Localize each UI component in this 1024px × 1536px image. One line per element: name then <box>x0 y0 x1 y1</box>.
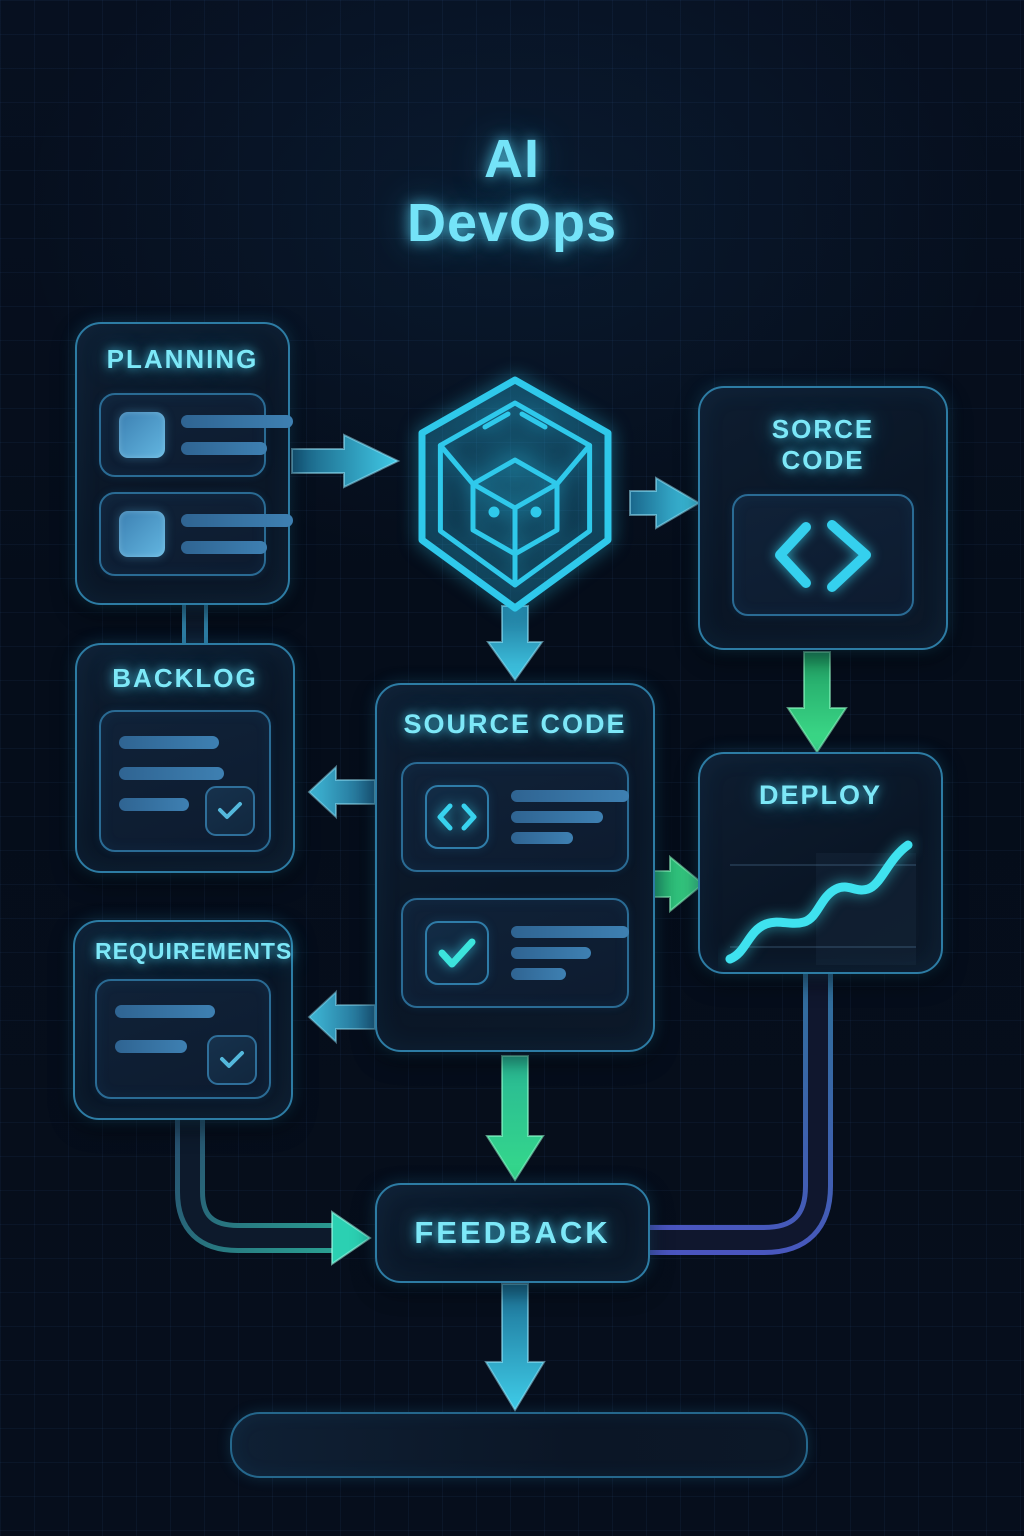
thumbnail-square-icon <box>119 511 165 557</box>
ai-cube-icon <box>405 372 625 616</box>
node-feedback: FEEDBACK <box>375 1183 650 1283</box>
arrowhead-into-feedback-left <box>331 1210 372 1266</box>
arrow-feedback-to-output <box>484 1283 546 1412</box>
title-line-1: AI <box>484 129 540 189</box>
arrow-planning-to-core <box>291 433 401 489</box>
thumbnail-square-icon <box>119 412 165 458</box>
sorce-code-label-line2: CODE <box>781 445 865 476</box>
planning-item-card <box>99 492 293 576</box>
text-line-placeholder <box>511 968 566 980</box>
source-code-label: SOURCE CODE <box>403 709 627 739</box>
check-icon <box>207 1035 257 1085</box>
code-brackets-icon <box>425 785 489 849</box>
text-line-placeholder <box>181 442 267 455</box>
source-code-card-test <box>401 898 629 1008</box>
text-line-placeholder <box>115 1040 187 1053</box>
node-source-code: SOURCE CODE <box>375 683 655 1052</box>
arrow-source-to-feedback <box>485 1055 545 1182</box>
text-line-placeholder <box>511 947 591 959</box>
planning-label: PLANNING <box>106 344 259 374</box>
title-line-2: DevOps <box>406 192 618 253</box>
sorce-code-label-line1: SORCE <box>771 414 875 444</box>
requirements-label: REQUIREMENTS <box>95 938 293 964</box>
text-line-placeholder <box>115 1005 215 1018</box>
deploy-label: DEPLOY <box>758 780 883 810</box>
text-line-placeholder <box>511 926 629 938</box>
output-bar <box>230 1412 808 1478</box>
text-line-placeholder <box>511 811 603 823</box>
node-sorce-code: SORCE CODE <box>698 386 948 650</box>
text-line-placeholder <box>119 798 189 811</box>
check-icon <box>425 921 489 985</box>
pipe-requirements-to-feedback <box>175 1116 372 1266</box>
pipe-deploy-to-feedback <box>650 974 833 1255</box>
code-brackets-icon <box>775 520 871 593</box>
node-backlog: BACKLOG <box>75 643 295 873</box>
backlog-label: BACKLOG <box>112 663 258 693</box>
trend-line-icon <box>725 840 916 965</box>
requirements-card <box>95 979 271 1099</box>
source-code-card-commit <box>401 762 629 872</box>
arrow-source-to-backlog <box>307 764 376 820</box>
check-icon <box>205 786 255 836</box>
text-line-placeholder <box>511 790 629 802</box>
feedback-label: FEEDBACK <box>414 1215 611 1250</box>
text-line-placeholder <box>511 832 573 844</box>
arrow-core-to-source-code <box>486 605 544 682</box>
arrow-source-to-deploy <box>651 854 705 914</box>
arrow-sorce-to-deploy <box>786 651 848 754</box>
backlog-card <box>99 710 271 852</box>
text-line-placeholder <box>181 514 293 527</box>
arrow-core-to-sorce-code <box>629 476 701 530</box>
text-line-placeholder <box>181 541 267 554</box>
node-deploy: DEPLOY <box>698 752 943 974</box>
arrow-source-to-requirements <box>307 989 376 1045</box>
text-line-placeholder <box>181 415 293 428</box>
code-card <box>732 494 914 617</box>
node-planning: PLANNING <box>75 322 293 605</box>
planning-item-card <box>99 393 293 477</box>
text-line-placeholder <box>119 736 219 749</box>
text-line-placeholder <box>119 767 224 780</box>
diagram-title: AI DevOps <box>0 128 1024 255</box>
node-requirements: REQUIREMENTS <box>73 920 293 1120</box>
